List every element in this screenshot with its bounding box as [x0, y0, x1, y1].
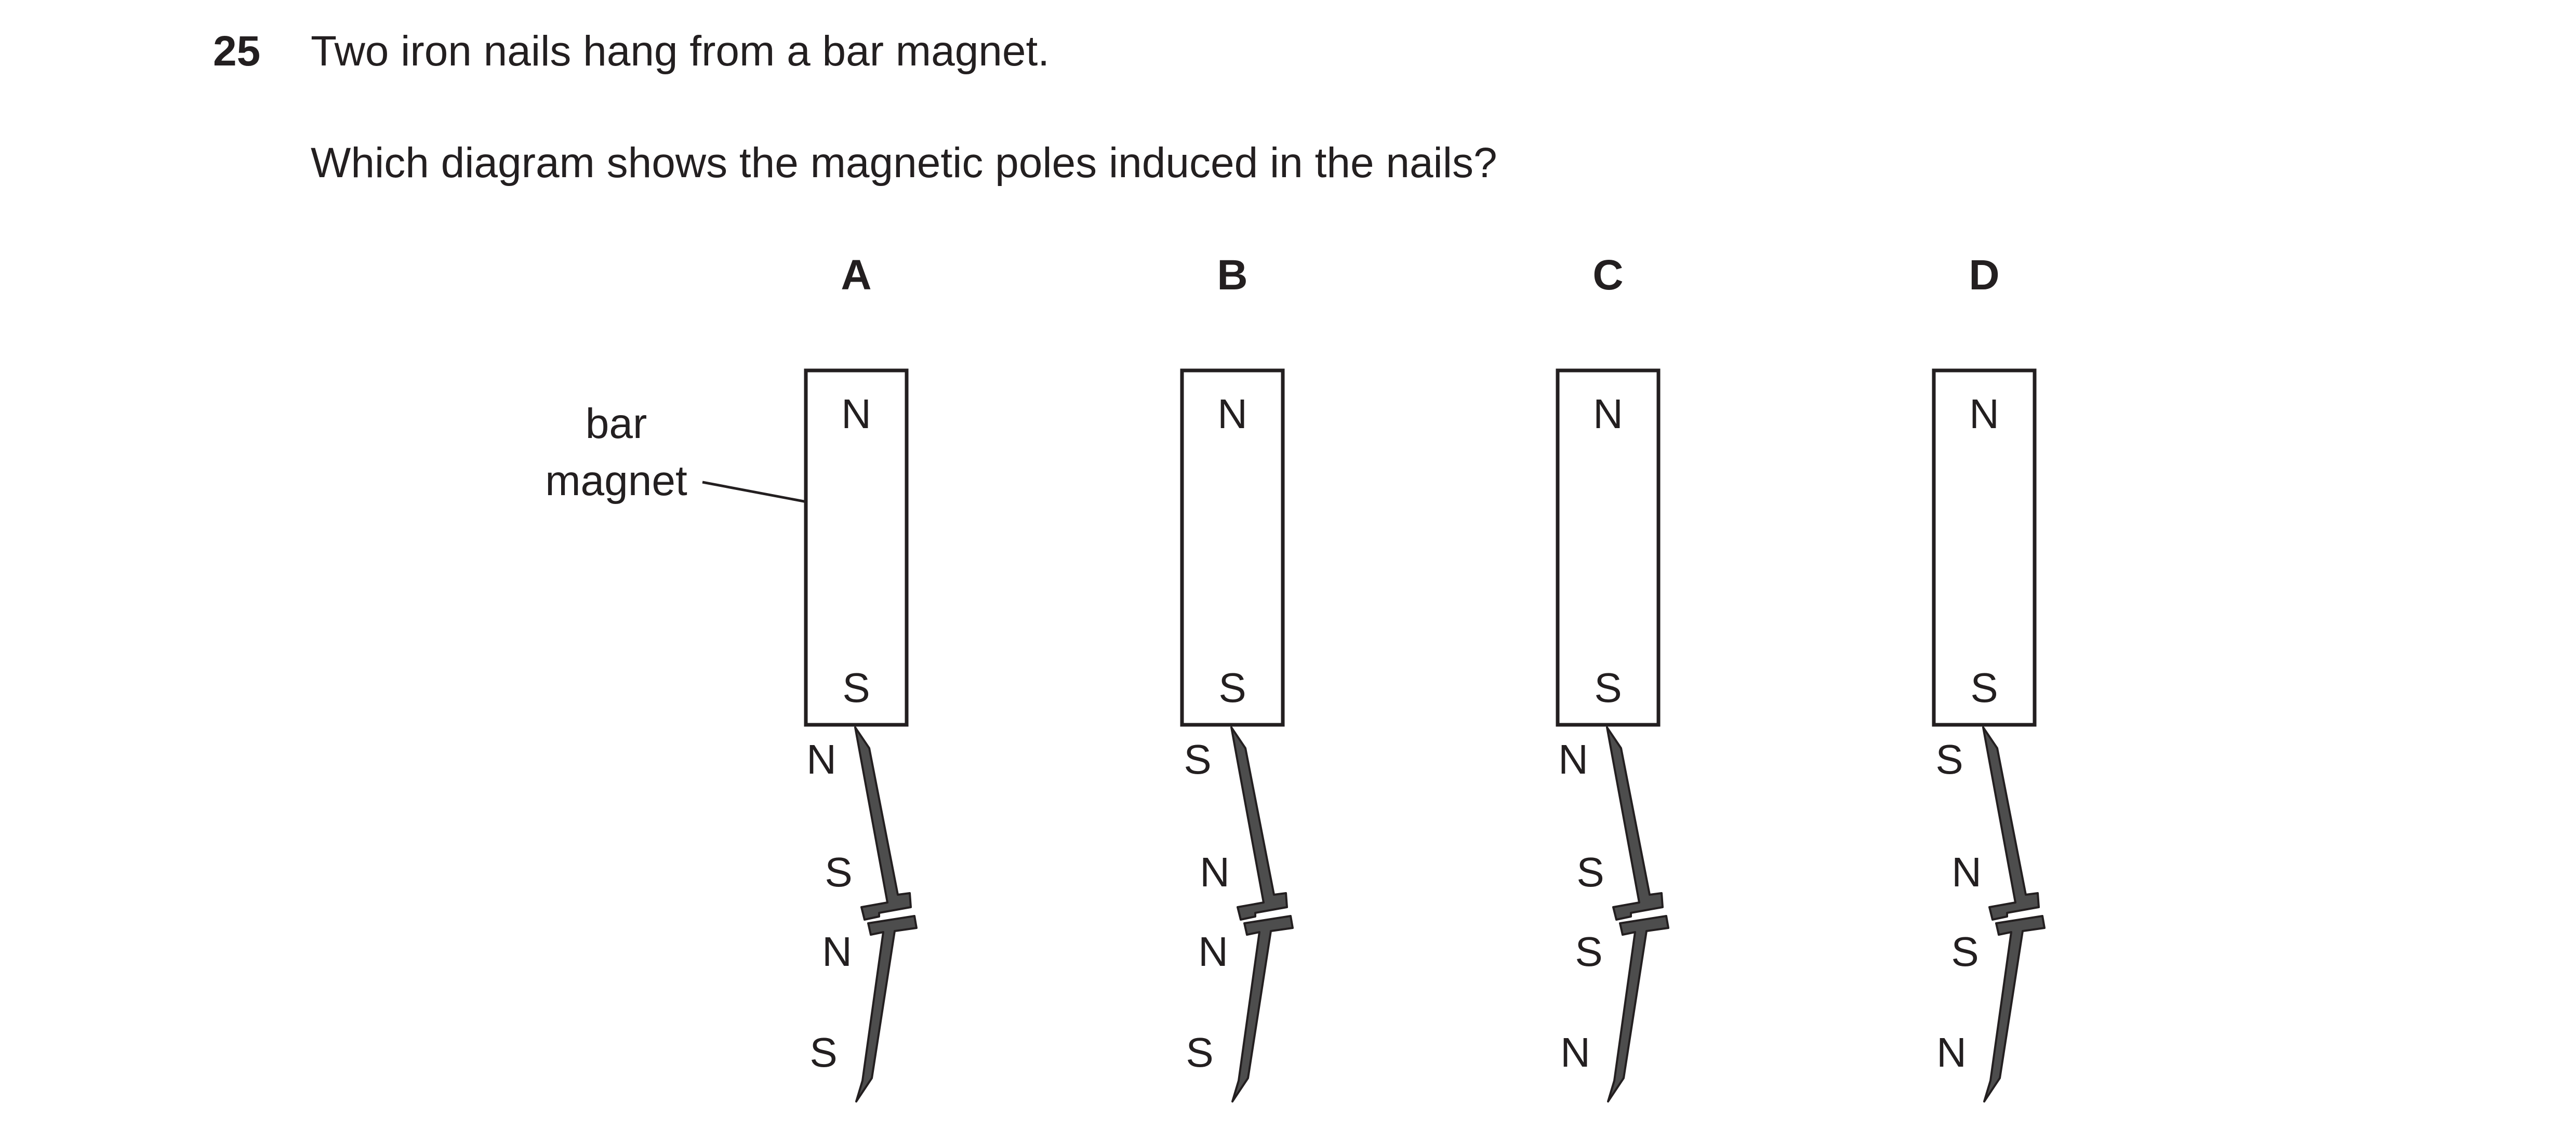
- nail2-bottom-pole: N: [1936, 1029, 1967, 1075]
- nail2-top-pole: N: [822, 928, 852, 975]
- nail1-top-pole: N: [1558, 736, 1588, 782]
- option-c-diagram: C N S N S S N: [1556, 251, 1669, 1103]
- option-letter: D: [1969, 251, 1999, 299]
- magnet-north-pole: N: [1217, 391, 1247, 437]
- question-stem: Two iron nails hang from a bar magnet.: [311, 28, 1050, 75]
- nail2-top-pole: S: [1575, 928, 1602, 975]
- magnet-north-pole: N: [1969, 391, 1999, 437]
- magnet-south-pole: S: [1970, 665, 1998, 711]
- nail1-bottom-pole: S: [1576, 849, 1604, 895]
- upper-nail: [854, 726, 912, 921]
- nail1-top-pole: S: [1184, 736, 1211, 782]
- lower-nail: [1607, 915, 1669, 1103]
- magnet-south-pole: S: [1594, 665, 1622, 711]
- nail2-bottom-pole: S: [1186, 1029, 1213, 1075]
- lower-nail: [1231, 915, 1294, 1103]
- callout-label-line1: bar: [586, 400, 647, 447]
- upper-nail: [1230, 726, 1288, 921]
- nail1-bottom-pole: N: [1951, 849, 1982, 895]
- bar-magnet: [1556, 368, 1661, 727]
- callout-label-line2: magnet: [545, 457, 687, 504]
- option-letter: C: [1592, 251, 1623, 299]
- question-prompt: Which diagram shows the magnetic poles i…: [311, 139, 1497, 187]
- nail2-top-pole: S: [1951, 928, 1979, 975]
- nail1-top-pole: N: [806, 736, 836, 782]
- option-b-diagram: B N S S N N S: [1180, 251, 1294, 1103]
- lower-nail: [1983, 915, 2046, 1103]
- bar-magnet: [804, 368, 909, 727]
- nail1-bottom-pole: N: [1200, 849, 1230, 895]
- bar-magnet: [1932, 368, 2037, 727]
- lower-nail: [855, 915, 918, 1103]
- option-letter: B: [1217, 251, 1247, 299]
- nail2-bottom-pole: S: [809, 1029, 837, 1075]
- nail2-top-pole: N: [1198, 928, 1228, 975]
- option-a-diagram: A N S N S N S: [804, 251, 918, 1103]
- magnet-south-pole: S: [842, 665, 870, 711]
- upper-nail: [1982, 726, 2040, 921]
- question-number: 25: [213, 28, 261, 75]
- bar-magnet: [1180, 368, 1285, 727]
- nail1-bottom-pole: S: [825, 849, 852, 895]
- magnet-north-pole: N: [841, 391, 871, 437]
- magnet-north-pole: N: [1593, 391, 1623, 437]
- upper-nail: [1606, 726, 1664, 921]
- option-d-diagram: D N S S N S N: [1932, 251, 2046, 1103]
- option-letter: A: [841, 251, 871, 299]
- nail2-bottom-pole: N: [1560, 1029, 1590, 1075]
- magnet-south-pole: S: [1218, 665, 1246, 711]
- nail1-top-pole: S: [1935, 736, 1963, 782]
